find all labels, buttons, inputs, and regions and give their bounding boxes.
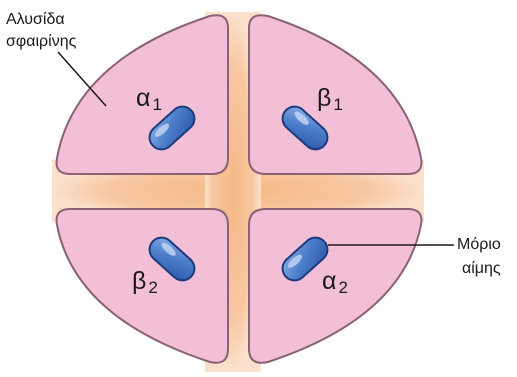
label-beta1-letter: β bbox=[317, 84, 331, 112]
label-beta2-letter: β bbox=[132, 267, 146, 295]
label-alpha1-letter: α bbox=[136, 84, 150, 112]
label-beta2-sub: 2 bbox=[148, 278, 157, 297]
label-alpha2-sub: 2 bbox=[338, 278, 347, 297]
core-background bbox=[52, 12, 424, 372]
label-beta1-sub: 1 bbox=[333, 95, 342, 114]
callout-heme-line2: αίμης bbox=[462, 260, 501, 277]
callout-heme-line1: Μόριο bbox=[457, 236, 501, 253]
label-alpha1-sub: 1 bbox=[152, 95, 161, 114]
callout-globin-chain-line2: σφαιρίνης bbox=[6, 33, 77, 50]
callout-globin-chain-line1: Αλυσίδα bbox=[6, 11, 65, 28]
label-alpha2-letter: α bbox=[322, 267, 336, 295]
